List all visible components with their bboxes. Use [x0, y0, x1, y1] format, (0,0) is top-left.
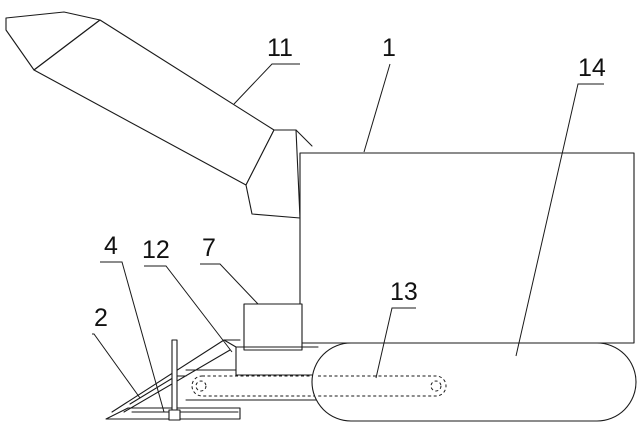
leader-13	[375, 307, 416, 379]
chute-nozzle	[5, 11, 101, 71]
leader-11	[233, 63, 300, 105]
main-body	[299, 152, 635, 344]
leader-2	[92, 333, 141, 399]
label-12: 12	[142, 236, 170, 264]
leader-12	[144, 265, 233, 353]
chute-elbow	[245, 129, 301, 219]
crawler-track	[311, 342, 637, 422]
chain-loop-overlay	[318, 375, 447, 397]
vertical-shaft	[168, 339, 181, 421]
label-7: 7	[202, 234, 216, 262]
leader-7	[200, 263, 259, 305]
label-13: 13	[390, 278, 418, 306]
shaft-rod	[171, 339, 178, 421]
discharge-chute	[5, 11, 313, 219]
leader-14	[515, 83, 604, 357]
label-1: 1	[382, 34, 396, 62]
lower-frame	[235, 346, 319, 376]
leader-lines	[92, 63, 604, 413]
leader-1	[363, 63, 391, 153]
label-14: 14	[578, 54, 606, 82]
incline-end-cap	[223, 339, 237, 348]
label-11: 11	[267, 34, 293, 62]
chute-tube	[33, 19, 275, 186]
leader-4	[100, 261, 165, 413]
label-2: 2	[94, 304, 108, 332]
chain-sprocket-left	[195, 380, 207, 392]
chain-sprocket-right-overlay	[430, 380, 442, 392]
front-housing	[243, 303, 303, 351]
blade-plate	[105, 407, 241, 420]
chute-elbow-seam	[295, 129, 313, 147]
label-4: 4	[104, 232, 118, 260]
shaft-base	[168, 409, 181, 421]
